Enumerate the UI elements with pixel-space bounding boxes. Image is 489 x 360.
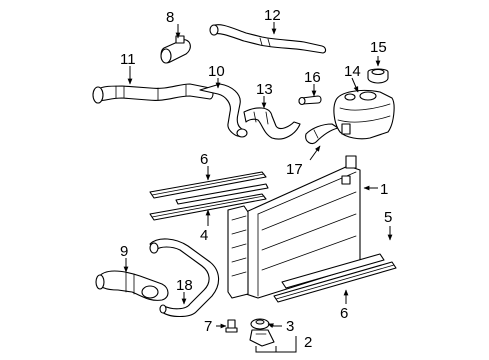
callout-17: 17 [286, 161, 303, 178]
callout-16: 16 [304, 69, 321, 86]
callout-11: 11 [120, 51, 136, 68]
part-1-radiator [227, 155, 361, 299]
part-11-hose [92, 83, 214, 104]
leader-lines [123, 22, 393, 353]
part-17-hose [305, 123, 339, 145]
part-9-hose [95, 270, 169, 301]
part-8-fitting [160, 35, 191, 64]
part-5-seal [273, 261, 397, 303]
callout-3: 3 [286, 318, 294, 335]
part-12-tube [209, 24, 327, 54]
callout-1: 1 [380, 181, 388, 198]
part-15-cap [367, 68, 389, 84]
callout-5: 5 [384, 209, 392, 226]
part-10-hose-branch [199, 83, 248, 138]
callout-7: 7 [204, 318, 212, 335]
part-18-hose [149, 238, 220, 318]
callout-12: 12 [264, 7, 281, 24]
callout-8: 8 [166, 9, 174, 26]
callout-15: 15 [370, 39, 387, 56]
part-2-bracket [249, 329, 275, 347]
callout-4: 4 [200, 227, 208, 244]
part-4-seal [149, 183, 269, 221]
callout-6-lower: 6 [340, 305, 348, 322]
part-6-seal-upper [149, 171, 267, 199]
callout-10: 10 [208, 63, 225, 80]
callout-18: 18 [176, 277, 193, 294]
callout-labels: 8 12 11 10 13 16 14 15 17 6 4 1 5 6 9 18… [120, 7, 392, 351]
part-13-hose [243, 107, 301, 140]
callout-6-upper: 6 [200, 151, 208, 168]
part-14-reservoir [333, 89, 395, 140]
callout-13: 13 [256, 81, 273, 98]
part-16-hose [298, 95, 322, 106]
part-7-bolt [225, 319, 238, 333]
callout-14: 14 [344, 63, 361, 80]
callout-9: 9 [120, 243, 128, 260]
part-6-seal-lower [281, 253, 385, 289]
part-3-grommet [250, 318, 270, 330]
callout-2: 2 [304, 334, 312, 351]
